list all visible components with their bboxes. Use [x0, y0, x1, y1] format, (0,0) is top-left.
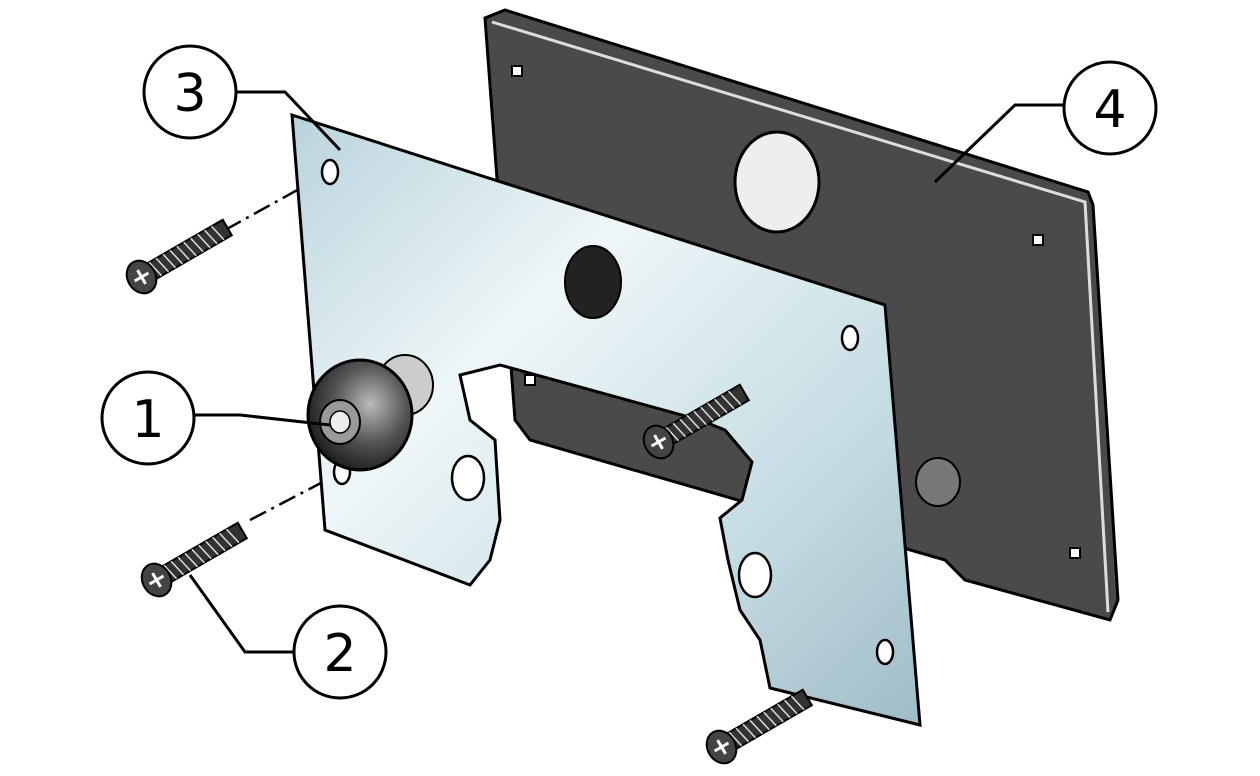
callout-4: 4 [1062, 60, 1158, 156]
back-plate-hole [733, 130, 821, 234]
screw-bottom-right [699, 681, 818, 771]
plate-screw-holes [320, 158, 895, 666]
callout-3: 3 [142, 44, 238, 140]
callout-1: 1 [100, 370, 196, 466]
mounting-plate [290, 112, 922, 727]
screw-top-left [119, 211, 238, 301]
callout-2-label: 2 [323, 624, 356, 684]
leader-lines [188, 90, 1065, 654]
push-button-knob [306, 354, 434, 472]
callout-3-label: 3 [173, 64, 206, 124]
back-plate-slots [511, 65, 1081, 559]
screw-bottom-left [134, 514, 253, 604]
callout-2: 2 [292, 604, 388, 700]
callout-4-label: 4 [1093, 80, 1126, 140]
callout-1-label: 1 [131, 390, 164, 450]
back-plate-screw [915, 457, 961, 507]
plate-center-hole [564, 245, 622, 319]
